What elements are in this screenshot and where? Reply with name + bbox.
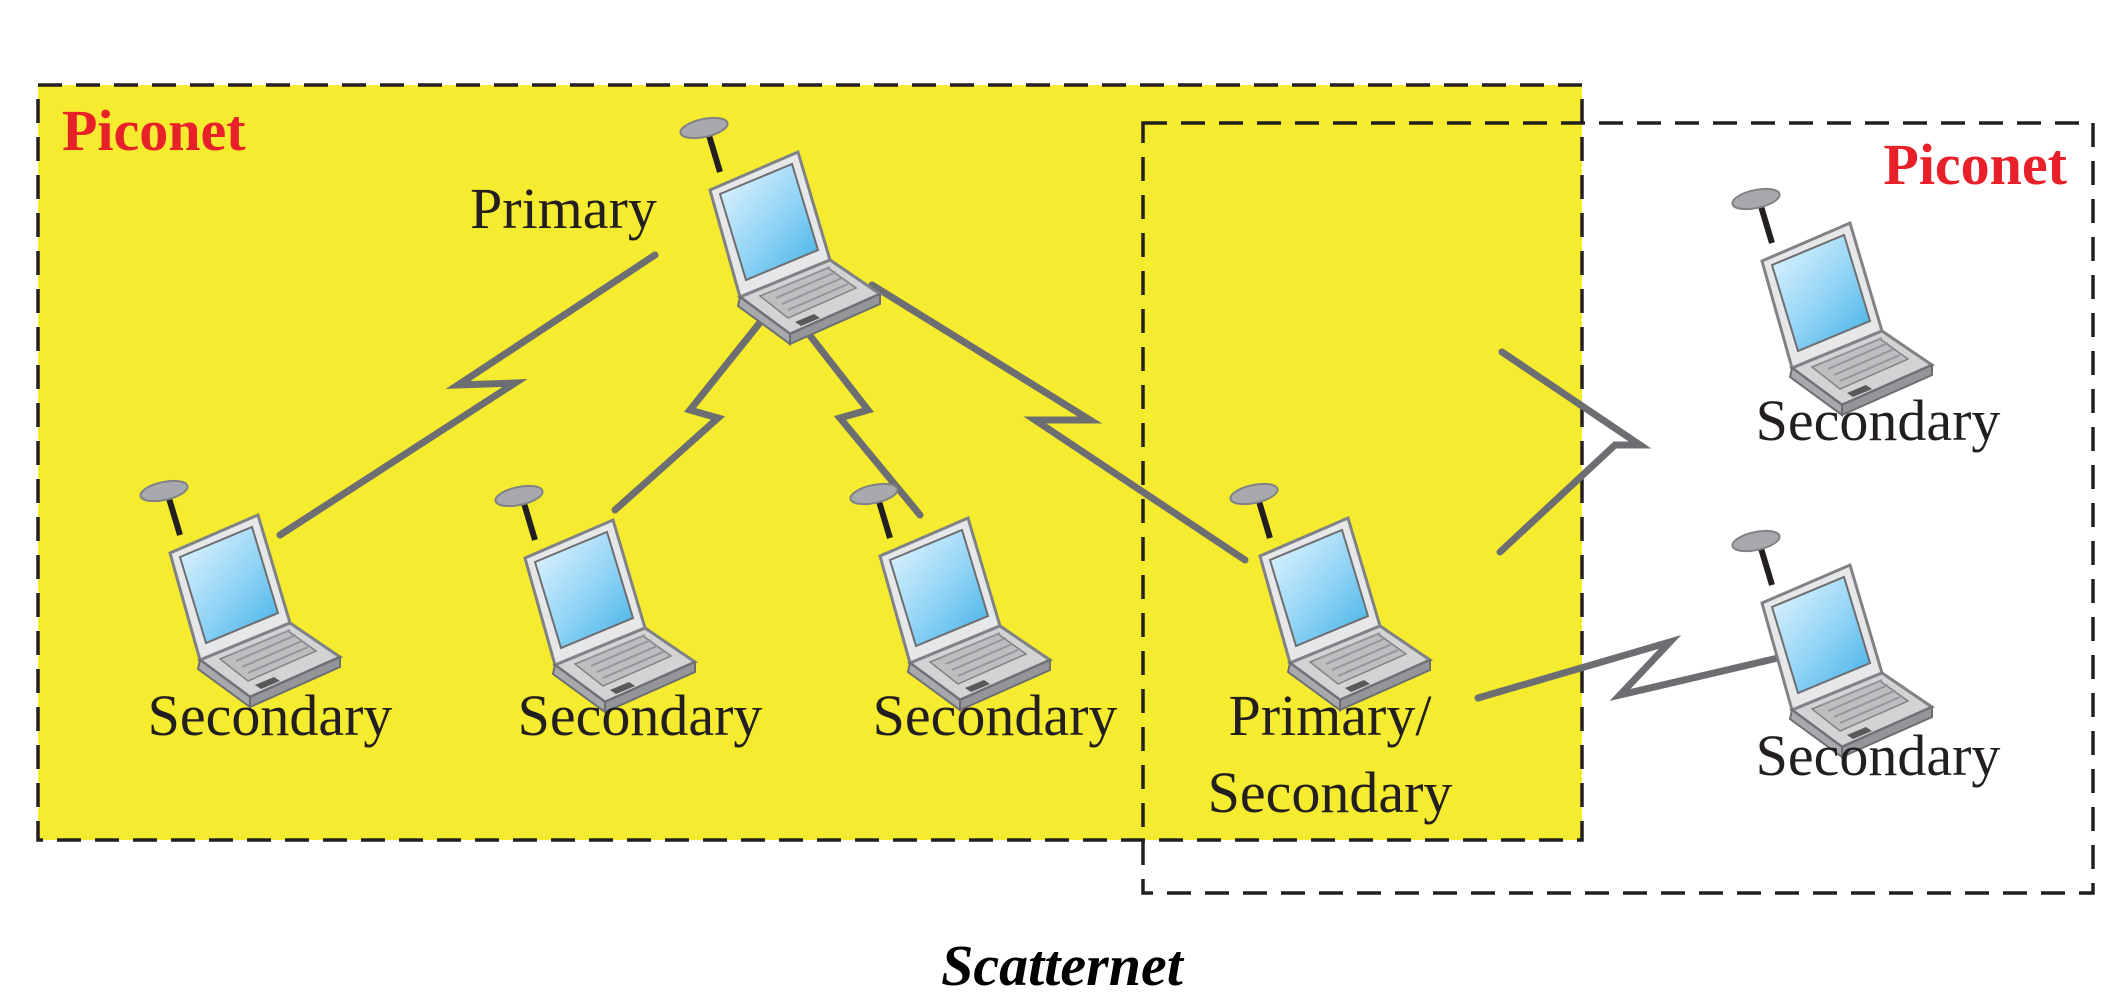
link-bridge-secondary-right-bottom [1474,635,1782,702]
diagram-title: Scatternet [941,933,1185,998]
piconet-right-box [1141,121,2095,895]
node-label-bridge-line1: Primary/ [1229,683,1433,748]
node-label-primary: Primary [470,176,657,241]
node-label-secondary-right-bottom: Secondary [1756,723,2001,788]
laptop-icon [1731,185,1932,415]
node-label-secondary-3: Secondary [873,683,1118,748]
node-label-bridge-line2: Secondary [1208,760,1453,825]
piconet-right-label: Piconet [1883,132,2067,197]
link-primary-secondary-3 [786,306,924,519]
link-bridge-secondary-right-top [1496,348,1652,556]
node-label-secondary-right-top: Secondary [1756,388,2001,453]
piconet-left-label: Piconet [62,98,246,163]
node-label-secondary-1: Secondary [148,683,393,748]
link-primary-secondary-2 [611,306,774,514]
node-label-secondary-2: Secondary [518,683,763,748]
link-primary-secondary-1 [276,251,659,539]
link-primary-bridge [868,281,1249,564]
